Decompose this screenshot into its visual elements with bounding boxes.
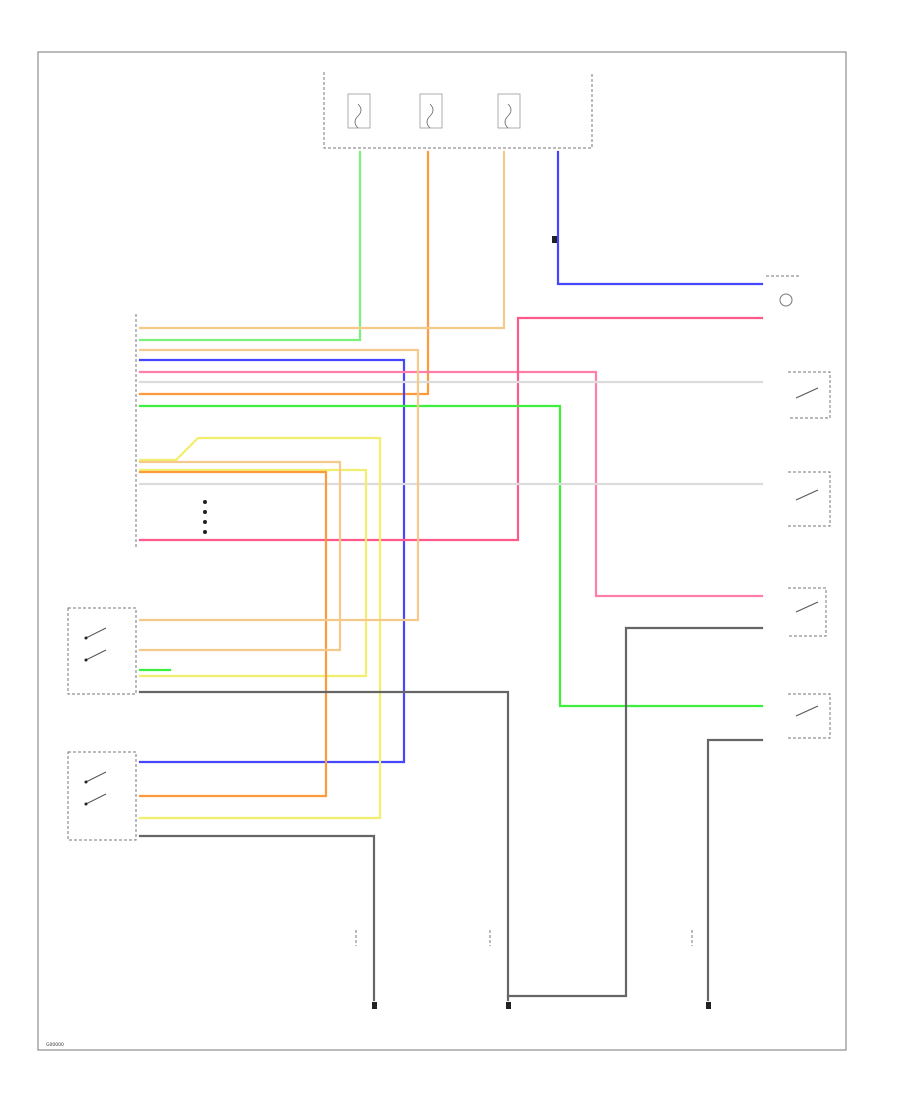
wire-green-1 — [138, 150, 362, 342]
wire-blue-top — [556, 150, 764, 286]
wire-orange-1 — [138, 150, 430, 396]
wire-layer — [138, 150, 764, 1002]
wire-gry-1 — [138, 690, 510, 1002]
wire-gry-4 — [706, 738, 764, 1002]
wire-gry-2 — [138, 834, 376, 1002]
right-switch-2 — [788, 471, 831, 527]
wire-blue-2 — [138, 358, 406, 764]
right-switch-3 — [788, 587, 827, 637]
right-switch-4 — [788, 693, 831, 739]
diagram-border — [37, 51, 847, 1051]
sensor-icon — [766, 275, 800, 307]
wire-ltorg-2 — [138, 348, 420, 622]
footer-code: G00000 — [46, 1042, 64, 1048]
fuse-box — [323, 72, 593, 149]
ground-points — [203, 236, 711, 1009]
right-switch-1 — [788, 371, 831, 419]
wire-org-2 — [138, 470, 328, 798]
wire-gry-3 — [506, 626, 764, 998]
wire-pink-2 — [138, 316, 764, 542]
passenger-door-switch — [67, 751, 137, 841]
wire-yel-2 — [138, 468, 368, 678]
wire-yel-1 — [138, 436, 382, 820]
wire-grn-2 — [138, 404, 764, 708]
wire-ltorg-1 — [138, 150, 506, 330]
driver-door-switch — [67, 607, 137, 695]
wire-ltorg-3 — [138, 460, 342, 652]
